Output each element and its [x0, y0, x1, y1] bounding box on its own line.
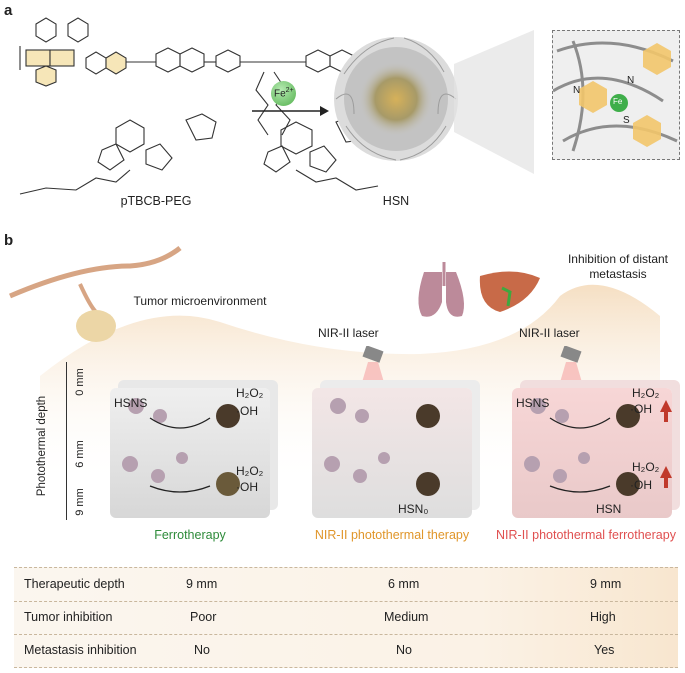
hsn0-label: HSN₀	[398, 502, 429, 516]
cell-ptf: Yes	[594, 643, 615, 657]
laser-device-icon-1	[358, 346, 388, 396]
oh-label-2: ·OH	[236, 480, 258, 494]
row-label: Therapeutic depth	[24, 577, 125, 591]
laser-device-icon-2	[556, 346, 586, 396]
cells-and-particles	[122, 398, 672, 496]
table-row: Tumor inhibition Poor Medium High	[14, 601, 678, 635]
fe-ion-badge	[271, 81, 296, 106]
hsns-label-3: HSNS	[516, 396, 550, 410]
hsns-label-1: HSNS	[114, 396, 148, 410]
laser-label-1: NIR-II laser	[318, 326, 379, 340]
row-label: Metastasis inhibition	[24, 643, 137, 657]
coordination-inset: N N Fe S	[552, 30, 680, 160]
inset-atom-n1: N	[573, 85, 581, 96]
comparison-table: Therapeutic depth 9 mm 6 mm 9 mm Tumor i…	[14, 567, 678, 668]
polymer-label: pTBCB-PEG	[120, 194, 192, 208]
panel-b-letter: b	[4, 232, 14, 249]
reaction-arrow	[252, 106, 329, 116]
oh-label-4: ·OH	[630, 478, 652, 492]
cell-ferro: 9 mm	[186, 577, 218, 591]
cell-pt: No	[396, 643, 412, 657]
cell-pt: Medium	[384, 610, 429, 624]
panel-a-letter: a	[4, 2, 13, 19]
inset-atom-n2: N	[627, 75, 635, 86]
therapy-ferrotherapy: Ferrotherapy	[154, 528, 226, 542]
hsn-label-3: HSN	[596, 502, 622, 516]
laser-label-2: NIR-II laser	[519, 326, 580, 340]
depth-axis-line	[66, 362, 67, 520]
h2o2-label-1: H₂O₂	[236, 386, 264, 400]
hsn-label: HSN	[382, 194, 410, 208]
h2o2-label-3: H₂O₂	[632, 386, 660, 400]
inset-atom-fe: Fe	[613, 97, 623, 106]
h2o2-label-2: H₂O₂	[236, 464, 264, 478]
therapy-photothermal-ferrotherapy: NIR-II photothermal ferrotherapy	[496, 528, 676, 542]
depth-axis-title: Photothermal depth	[36, 395, 48, 497]
hsn-nanoparticle-illustration	[334, 30, 534, 174]
h2o2-label-4: H₂O₂	[632, 460, 660, 474]
cell-ptf: 9 mm	[590, 577, 622, 591]
depth-tick-0: 0 mm	[73, 368, 86, 396]
fe-ion-label: Fe2+	[274, 87, 294, 100]
table-row: Metastasis inhibition No No Yes	[14, 634, 678, 668]
cell-ferro: No	[194, 643, 210, 657]
cell-ptf: High	[590, 610, 616, 624]
depth-tick-6: 6 mm	[73, 440, 86, 468]
cell-pt: 6 mm	[388, 577, 420, 591]
coordination-inset-drawing	[552, 40, 678, 152]
oh-label-3: ·OH	[630, 402, 652, 416]
oh-label-1: ·OH	[236, 404, 258, 418]
table-row: Therapeutic depth 9 mm 6 mm 9 mm	[14, 568, 678, 602]
therapy-photothermal: NIR-II photothermal therapy	[314, 528, 470, 542]
cell-ferro: Poor	[190, 610, 217, 624]
inset-atom-s: S	[623, 115, 630, 126]
depth-tick-9: 9 mm	[73, 488, 86, 516]
tumor-microenvironment-label: Tumor microenvironment	[133, 294, 267, 308]
metastasis-inhibition-label: Inhibition of distant metastasis	[567, 252, 669, 281]
row-label: Tumor inhibition	[24, 610, 113, 624]
organs-illustration	[418, 262, 540, 317]
